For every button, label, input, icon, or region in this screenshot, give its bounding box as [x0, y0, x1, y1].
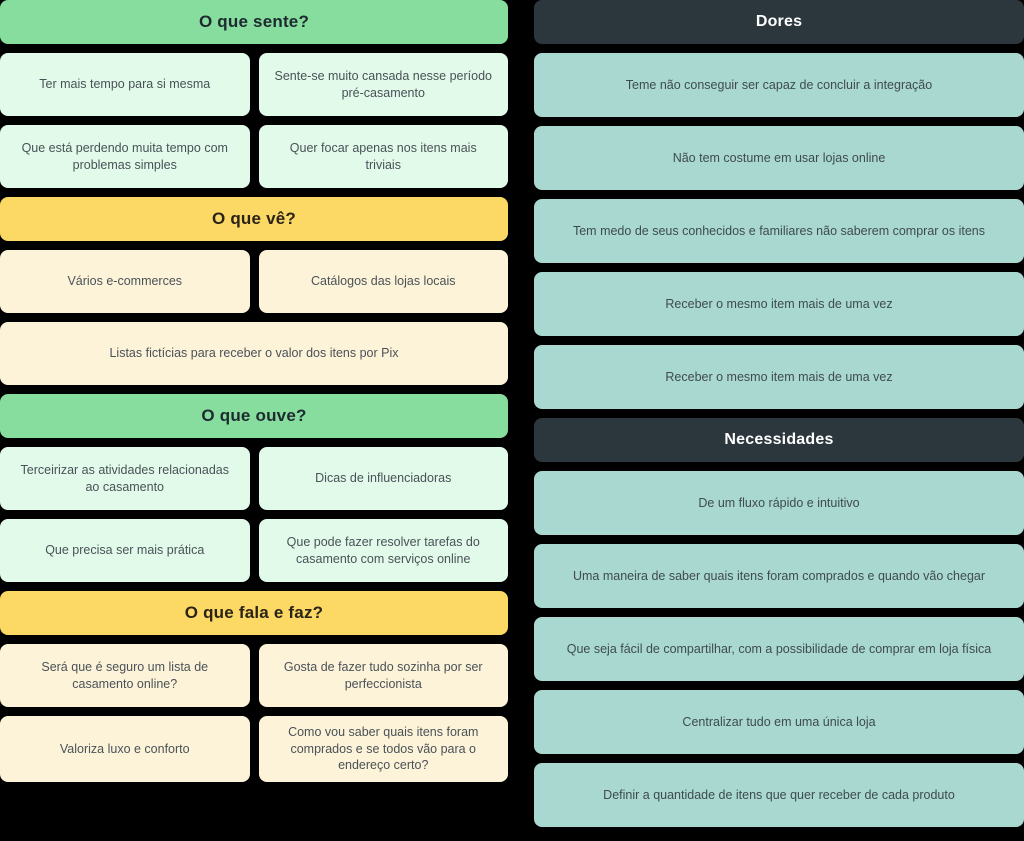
- section-body-o-que-ouve: Terceirizar as atividades relacionadas a…: [0, 438, 508, 582]
- section-header-o-que-ve: O que vê?: [0, 197, 508, 241]
- section-header-dores: Dores: [534, 0, 1024, 44]
- card-row: Receber o mesmo item mais de uma vez: [534, 272, 1024, 336]
- card-item[interactable]: Que seja fácil de compartilhar, com a po…: [534, 617, 1024, 681]
- card-item[interactable]: Tem medo de seus conhecidos e familiares…: [534, 199, 1024, 263]
- card-row: Não tem costume em usar lojas online: [534, 126, 1024, 190]
- card-row: Que está perdendo muita tempo com proble…: [0, 125, 508, 188]
- card-row: Listas fictícias para receber o valor do…: [0, 322, 508, 385]
- card-item[interactable]: Quer focar apenas nos itens mais triviai…: [258, 125, 508, 188]
- card-item[interactable]: Receber o mesmo item mais de uma vez: [534, 272, 1024, 336]
- card-item[interactable]: Terceirizar as atividades relacionadas a…: [0, 447, 250, 510]
- card-row: Centralizar tudo em uma única loja: [534, 690, 1024, 754]
- card-item[interactable]: Dicas de influenciadoras: [258, 447, 508, 510]
- card-row: Definir a quantidade de itens que quer r…: [534, 763, 1024, 827]
- card-row: Que precisa ser mais prática Que pode fa…: [0, 519, 508, 582]
- card-item[interactable]: Gosta de fazer tudo sozinha por ser perf…: [258, 644, 508, 707]
- section-o-que-fala-e-faz: O que fala e faz? Será que é seguro um l…: [0, 591, 508, 782]
- card-item[interactable]: Definir a quantidade de itens que quer r…: [534, 763, 1024, 827]
- card-item[interactable]: Uma maneira de saber quais itens foram c…: [534, 544, 1024, 608]
- card-item[interactable]: Receber o mesmo item mais de uma vez: [534, 345, 1024, 409]
- card-item[interactable]: Catálogos das lojas locais: [258, 250, 508, 313]
- card-item[interactable]: Centralizar tudo em uma única loja: [534, 690, 1024, 754]
- card-row: Valoriza luxo e conforto Como vou saber …: [0, 716, 508, 782]
- section-header-o-que-sente: O que sente?: [0, 0, 508, 44]
- right-column: Dores Teme não conseguir ser capaz de co…: [534, 0, 1024, 841]
- card-row: Será que é seguro um lista de casamento …: [0, 644, 508, 707]
- section-o-que-sente: O que sente? Ter mais tempo para si mesm…: [0, 0, 508, 188]
- card-item[interactable]: Listas fictícias para receber o valor do…: [0, 322, 508, 385]
- section-body-o-que-ve: Vários e-commerces Catálogos das lojas l…: [0, 241, 508, 385]
- section-body-dores: Teme não conseguir ser capaz de concluir…: [534, 44, 1024, 409]
- card-row: Receber o mesmo item mais de uma vez: [534, 345, 1024, 409]
- section-dores: Dores Teme não conseguir ser capaz de co…: [534, 0, 1024, 409]
- card-row: Tem medo de seus conhecidos e familiares…: [534, 199, 1024, 263]
- card-item[interactable]: Que precisa ser mais prática: [0, 519, 250, 582]
- card-row: Vários e-commerces Catálogos das lojas l…: [0, 250, 508, 313]
- card-item[interactable]: Vários e-commerces: [0, 250, 250, 313]
- section-body-o-que-sente: Ter mais tempo para si mesma Sente-se mu…: [0, 44, 508, 188]
- card-item[interactable]: Como vou saber quais itens foram comprad…: [258, 716, 508, 782]
- section-o-que-ouve: O que ouve? Terceirizar as atividades re…: [0, 394, 508, 582]
- card-row: Uma maneira de saber quais itens foram c…: [534, 544, 1024, 608]
- card-item[interactable]: Será que é seguro um lista de casamento …: [0, 644, 250, 707]
- card-row: Teme não conseguir ser capaz de concluir…: [534, 53, 1024, 117]
- card-item[interactable]: Valoriza luxo e conforto: [0, 716, 250, 782]
- card-row: Terceirizar as atividades relacionadas a…: [0, 447, 508, 510]
- card-item[interactable]: Teme não conseguir ser capaz de concluir…: [534, 53, 1024, 117]
- card-row: De um fluxo rápido e intuitivo: [534, 471, 1024, 535]
- section-o-que-ve: O que vê? Vários e-commerces Catálogos d…: [0, 197, 508, 385]
- card-item[interactable]: Ter mais tempo para si mesma: [0, 53, 250, 116]
- card-item[interactable]: Que está perdendo muita tempo com proble…: [0, 125, 250, 188]
- card-item[interactable]: De um fluxo rápido e intuitivo: [534, 471, 1024, 535]
- section-header-o-que-ouve: O que ouve?: [0, 394, 508, 438]
- card-row: Que seja fácil de compartilhar, com a po…: [534, 617, 1024, 681]
- card-row: Ter mais tempo para si mesma Sente-se mu…: [0, 53, 508, 116]
- section-header-o-que-fala-e-faz: O que fala e faz?: [0, 591, 508, 635]
- section-body-necessidades: De um fluxo rápido e intuitivo Uma manei…: [534, 462, 1024, 827]
- section-necessidades: Necessidades De um fluxo rápido e intuit…: [534, 418, 1024, 827]
- section-header-necessidades: Necessidades: [534, 418, 1024, 462]
- section-body-o-que-fala-e-faz: Será que é seguro um lista de casamento …: [0, 635, 508, 782]
- left-column: O que sente? Ter mais tempo para si mesm…: [0, 0, 508, 841]
- card-item[interactable]: Sente-se muito cansada nesse período pré…: [258, 53, 508, 116]
- card-item[interactable]: Não tem costume em usar lojas online: [534, 126, 1024, 190]
- card-item[interactable]: Que pode fazer resolver tarefas do casam…: [258, 519, 508, 582]
